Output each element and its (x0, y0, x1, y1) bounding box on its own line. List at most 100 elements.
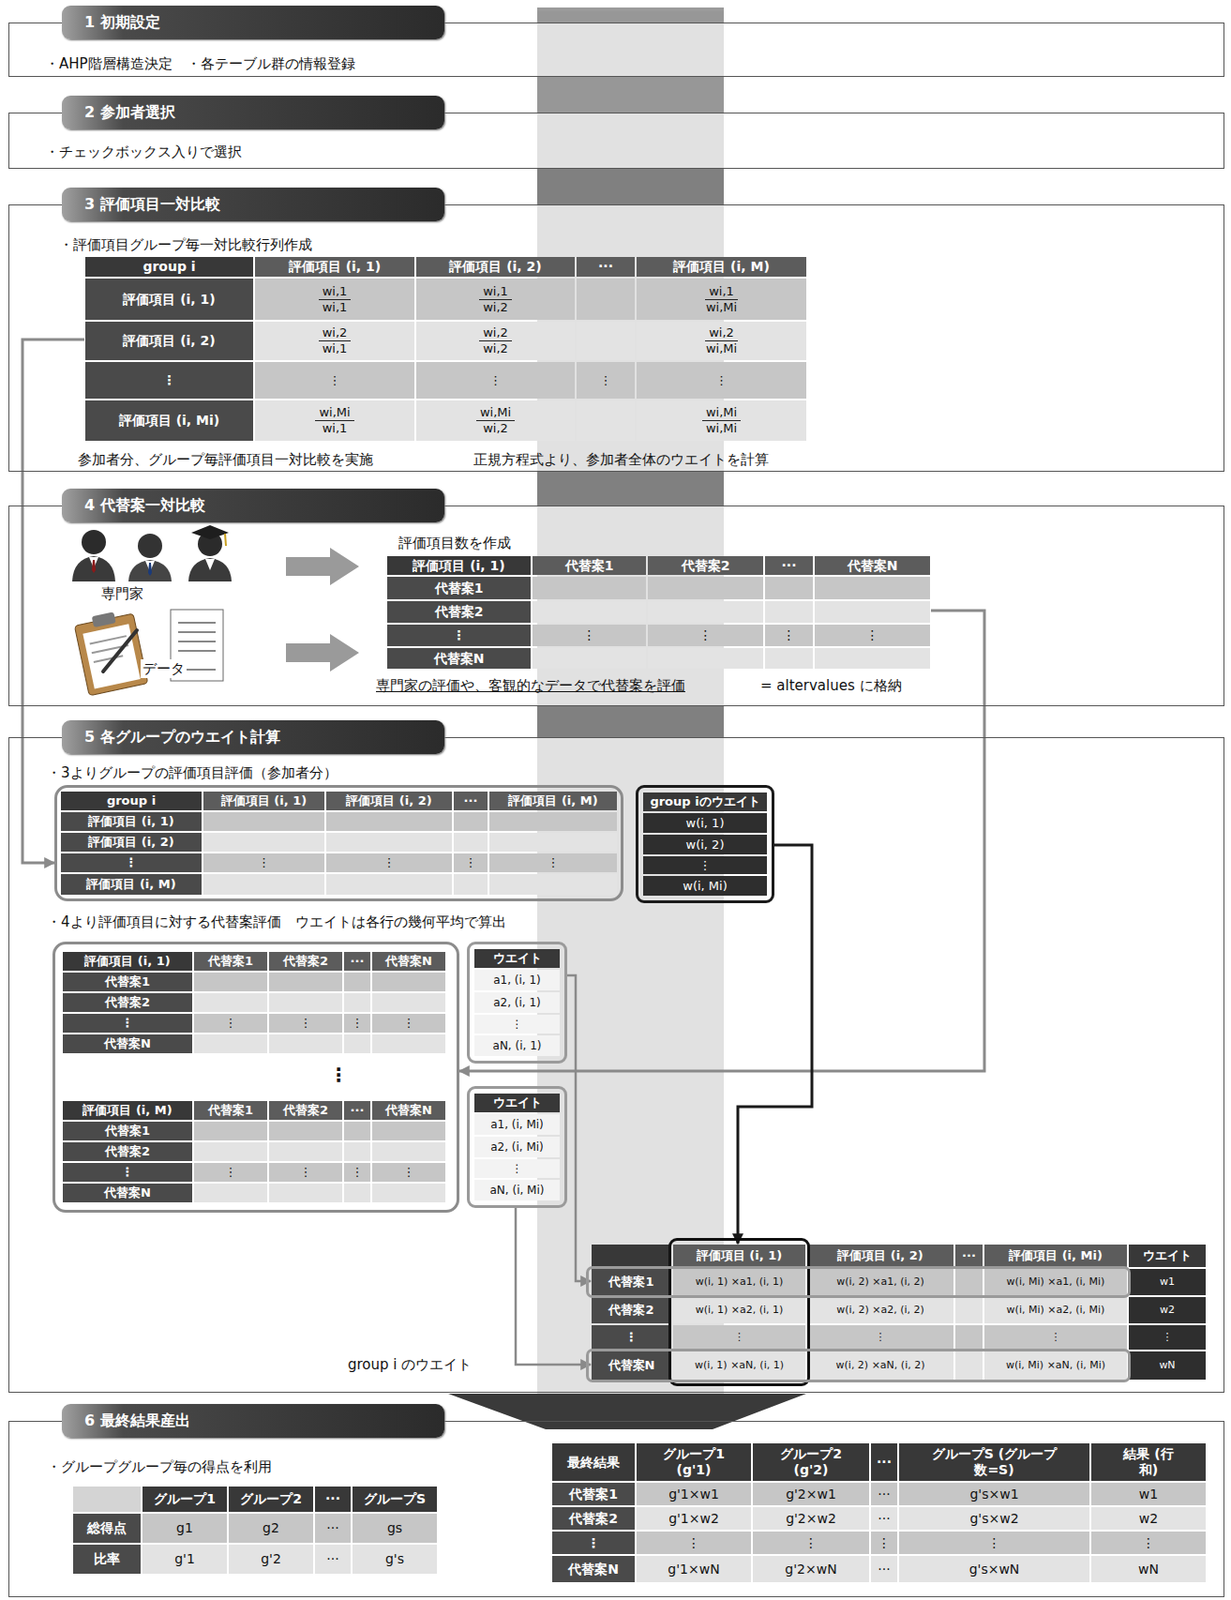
table-cell: 評価項目 (i, 1) (203, 791, 325, 811)
flow-chevron (448, 1393, 807, 1429)
cell-text: w(i, 1) ×a1, (i, 1) (695, 1275, 784, 1288)
table-cell: グループ2 (228, 1486, 314, 1512)
table-cell: ⋮ (474, 1014, 560, 1034)
sheet-line (93, 655, 123, 662)
table-cell: 代替案1 (591, 1268, 672, 1295)
table-cell: g'2 (228, 1544, 314, 1574)
table-cell: グループS (グループ数=S) (899, 1442, 1090, 1481)
cell-text: w(i, 2) ×aN, (i, 2) (836, 1358, 926, 1371)
table-cell: グループ1 (g'1) (636, 1442, 751, 1481)
table-cell: ⋮ (416, 361, 575, 399)
cell-text: ⋮ (600, 373, 613, 389)
table-cell: 評価項目 (i, Mi) (984, 1244, 1127, 1267)
table-cell: g'2×w1 (752, 1482, 870, 1505)
cell-text: a2, (i, Mi) (490, 1140, 544, 1154)
cell-text: ⋮ (125, 855, 138, 871)
clipboard-clip (91, 611, 117, 628)
cell-text: ··· (876, 1454, 892, 1471)
icon-label: データ (140, 659, 187, 678)
table-cell: ··· (344, 951, 371, 971)
table-cell: 代替案2 (552, 1506, 635, 1530)
table-cell: wi,2wi,Mi (636, 321, 807, 361)
cell-text: 代替案2 (283, 953, 329, 969)
table-cell: w(i, 1) ×a1, (i, 1) (673, 1268, 806, 1295)
note-text: 専門家の評価や、客観的なデータで代替案を評価 (375, 675, 686, 695)
table-cell (194, 1141, 268, 1161)
table-cell: a2, (i, Mi) (474, 1136, 560, 1157)
table-cell (326, 873, 452, 895)
flow-band-dark (537, 168, 724, 205)
fraction-term: wi,1 (318, 300, 352, 316)
cell-text: ⋮ (403, 1164, 416, 1180)
table-cell: g's (352, 1544, 437, 1574)
paper-line (178, 630, 216, 633)
cell-text: ··· (325, 1490, 341, 1507)
cell-text: 代替案1 (569, 1486, 618, 1502)
block-arrow (285, 547, 360, 586)
paper-line (178, 640, 216, 643)
table-cell (453, 873, 488, 895)
cell-text: g1 (176, 1519, 194, 1536)
cap-tassel (225, 533, 226, 546)
table-cell: gs (352, 1513, 437, 1543)
cell-text: 評価項目 (i, M) (508, 793, 598, 809)
cell-text: w2 (1139, 1510, 1158, 1527)
table-cell: ⋮ (532, 624, 646, 646)
table-cell: ⋮ (814, 624, 931, 646)
table-cell: w(i, 2) ×aN, (i, 2) (807, 1351, 954, 1380)
table-cell: ⋮ (673, 1324, 806, 1350)
section-header: 5 各グループのウエイト計算 (61, 720, 445, 754)
table-cell: 代替案N (552, 1555, 635, 1582)
table-cell: ··· (453, 791, 488, 811)
table-cell: aN, (i, Mi) (474, 1179, 560, 1201)
fraction-term: wi,2 (479, 420, 512, 436)
paper-line (178, 649, 216, 652)
table-cell: ⋮ (269, 1013, 343, 1033)
table-cell: w(i, Mi) ×a2, (i, Mi) (984, 1296, 1127, 1323)
table-cell: グループ1 (142, 1486, 227, 1512)
table-cell: w(i, Mi) (643, 875, 767, 896)
fraction-term: wi,Mi (702, 300, 741, 316)
table-cell (489, 811, 617, 831)
table-cell (269, 992, 343, 1012)
cell-text: 評価項目 (i, 2) (837, 1247, 923, 1263)
cell-text: 代替案2 (569, 1510, 618, 1527)
table-cell: ⋮ (576, 361, 635, 399)
table-cell: ⋮ (62, 1162, 193, 1182)
table-cell (955, 1351, 983, 1380)
table-cell (453, 811, 488, 831)
cell-text: ⋮ (163, 372, 177, 389)
section-panel: 3 評価項目一対比較・評価項目グループ毎一対比較行列作成参加者分、グループ毎評価… (8, 204, 1225, 472)
connector (515, 1207, 591, 1365)
person-body (72, 555, 116, 582)
fraction-term: wi,2 (479, 325, 512, 342)
matrix-table: 最終結果グループ1 (g'1)グループ2 (g'2)···グループS (グループ… (551, 1441, 1207, 1583)
table-cell: ··· (315, 1486, 351, 1512)
cell-text: 代替案1 (105, 974, 151, 990)
table-cell (344, 1121, 371, 1141)
cell-text: ⋮ (351, 1164, 364, 1180)
cell-text: w(i, 2) ×a2, (i, 2) (836, 1303, 925, 1316)
table-cell (194, 972, 268, 991)
cell-text: 代替案N (608, 1357, 656, 1373)
table-cell: 代替案N (387, 647, 531, 669)
table-cell: 代替案1 (62, 972, 193, 991)
cell-text: 代替案N (385, 1102, 433, 1118)
cell-text: a1, (i, 1) (493, 973, 541, 987)
section-panel: 4 代替案一対比較評価項目数を作成専門家の評価や、客観的なデータで代替案を評価=… (8, 505, 1225, 706)
table-cell: ⋮ (203, 853, 325, 872)
table-cell: w(i, Mi) ×aN, (i, Mi) (984, 1351, 1127, 1380)
table-cell: ⋮ (647, 624, 764, 646)
cell-text: ⋮ (687, 1534, 701, 1551)
table-cell: wi,1wi,1 (255, 278, 415, 320)
matrix-table: 評価項目 (i, 1)代替案1代替案2···代替案N代替案1代替案2⋮⋮⋮⋮⋮代… (61, 950, 447, 1054)
icon-label: 専門家 (101, 584, 144, 603)
table-cell: 代替案2 (647, 555, 764, 575)
table-cell: 評価項目 (i, 2) (60, 832, 202, 852)
table-cell (269, 1141, 343, 1161)
cell-text: ウエイト (493, 1095, 542, 1111)
cell-text: 評価項目 (i, M) (86, 876, 176, 892)
cell-text: 評価項目 (i, 2) (449, 258, 541, 275)
graduation-cap (191, 525, 229, 540)
